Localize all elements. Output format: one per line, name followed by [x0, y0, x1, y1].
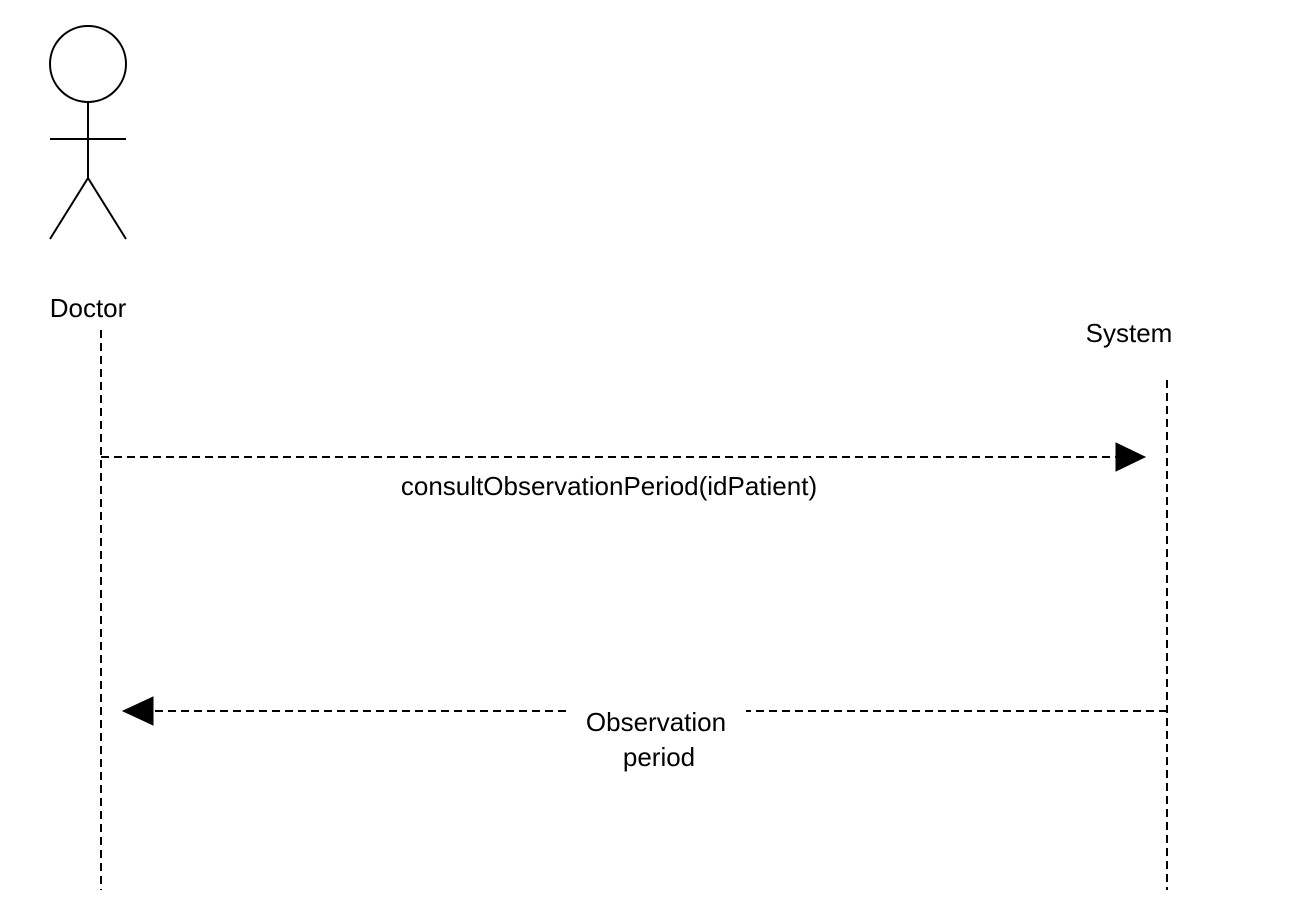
message-1-label: consultObservationPeriod(idPatient): [401, 471, 817, 501]
doctor-label: Doctor: [50, 293, 127, 323]
system-label: System: [1086, 318, 1173, 348]
message-2-label-line1: Observation: [586, 707, 726, 737]
actor-left-leg: [49, 177, 89, 240]
message-consult-observation-period[interactable]: consultObservationPeriod(idPatient): [101, 442, 1147, 501]
message-1-arrowhead: [1115, 442, 1147, 472]
message-2-label-line2: period: [623, 742, 695, 772]
actor-right-leg: [87, 177, 127, 240]
message-observation-period-return[interactable]: Observation period: [121, 696, 1167, 772]
message-2-arrowhead: [121, 696, 154, 726]
actor-head: [49, 25, 127, 103]
stick-figure-icon: [49, 25, 127, 240]
system-participant[interactable]: System: [1086, 318, 1173, 348]
doctor-actor[interactable]: Doctor: [49, 25, 127, 323]
